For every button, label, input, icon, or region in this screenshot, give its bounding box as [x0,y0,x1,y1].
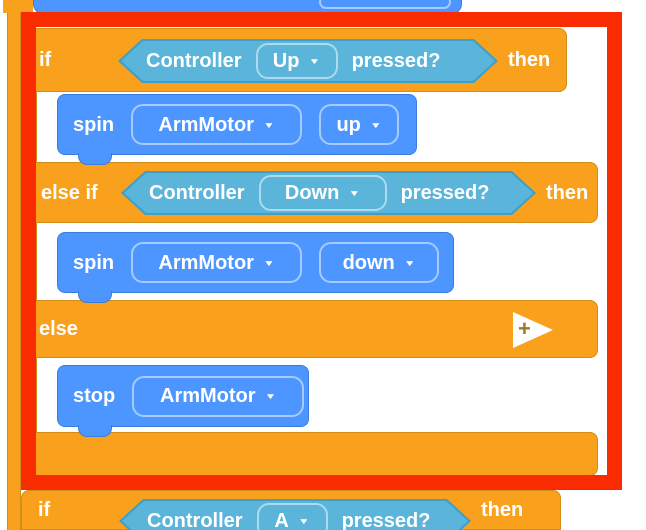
if-keyword: if [38,499,51,521]
dropdown-value: up [336,113,361,136]
controller-down-pressed-condition[interactable]: Controller Down ▼ pressed? [121,171,536,215]
dropdown-caret-icon: ▼ [369,119,382,130]
condition-device-label: Controller [146,50,242,72]
if-block-left-arm[interactable] [21,92,37,162]
dropdown-value: down [342,251,395,274]
block-bottom-tab [78,291,112,303]
dropdown-value: A [274,510,289,530]
block-bottom-tab [78,153,112,165]
spin-verb-label: spin [73,113,115,136]
condition-device-label: Controller [147,510,243,530]
dropdown-value: ArmMotor [158,113,254,136]
condition-question-label: pressed? [351,50,441,72]
if-block-left-arm[interactable] [21,358,37,432]
dropdown-caret-icon: ▼ [348,188,361,198]
spin-up-block[interactable]: spin ArmMotor ▼ up ▼ [57,94,417,165]
button-dropdown-up[interactable]: Up ▼ [255,43,338,79]
dropdown-value: ArmMotor [158,251,254,274]
dropdown-caret-icon: ▼ [262,119,275,130]
hexagon-fill [124,173,533,213]
direction-dropdown-up[interactable]: up ▼ [319,104,400,145]
motor-dropdown[interactable]: ArmMotor ▼ [131,104,303,145]
if-block-end-cap[interactable] [21,432,598,476]
expand-plus-icon: + [518,315,531,341]
then-label: then [481,499,524,521]
controller-up-pressed-condition[interactable]: Controller Up ▼ pressed? [118,39,498,83]
partial-dropdown-outline[interactable] [319,0,451,9]
button-dropdown-a[interactable]: A ▼ [256,503,328,530]
dropdown-value: Up [272,50,300,72]
dropdown-caret-icon: ▼ [297,516,310,526]
then-label: then [546,181,589,204]
dropdown-value: Down [284,182,340,204]
wrapper-block-left-wall[interactable] [7,13,21,530]
dropdown-caret-icon: ▼ [403,257,416,268]
stop-motor-block[interactable]: stop ArmMotor ▼ [57,365,309,437]
wrapper-block-top-fragment[interactable] [3,0,33,13]
else-if-keyword: else if [41,181,98,204]
spin-verb-label: spin [73,251,115,274]
motor-dropdown[interactable]: ArmMotor ▼ [131,242,303,283]
motor-dropdown[interactable]: ArmMotor ▼ [132,375,305,417]
if-block-left-arm[interactable] [21,223,37,300]
direction-dropdown-down[interactable]: down ▼ [319,242,440,283]
hexagon-fill [122,501,468,530]
then-label: then [508,49,551,71]
button-dropdown-down[interactable]: Down ▼ [258,175,387,211]
else-row[interactable]: else + [21,300,598,358]
else-if-row[interactable]: else if Controller Down ▼ pressed? then [21,162,598,223]
hexagon-fill [121,41,495,81]
dropdown-caret-icon: ▼ [262,257,275,268]
if-keyword: if [39,49,52,71]
partial-motion-block-top[interactable] [33,0,462,14]
spin-down-block[interactable]: spin ArmMotor ▼ down ▼ [57,232,454,303]
if-row[interactable]: if Controller Up ▼ pressed? then [21,28,567,92]
expand-arrow-icon[interactable]: + [513,312,553,348]
condition-question-label: pressed? [400,182,490,204]
if-a-row[interactable]: if Controller A ▼ pressed? then [21,490,561,530]
dropdown-caret-icon: ▼ [308,56,321,66]
else-keyword: else [39,318,78,340]
dropdown-caret-icon: ▼ [264,391,277,401]
condition-device-label: Controller [149,182,245,204]
stop-verb-label: stop [73,385,116,407]
condition-question-label: pressed? [341,510,431,530]
block-bottom-tab [78,425,112,437]
controller-a-pressed-condition[interactable]: Controller A ▼ pressed? [119,499,471,530]
dropdown-value: ArmMotor [160,385,256,407]
